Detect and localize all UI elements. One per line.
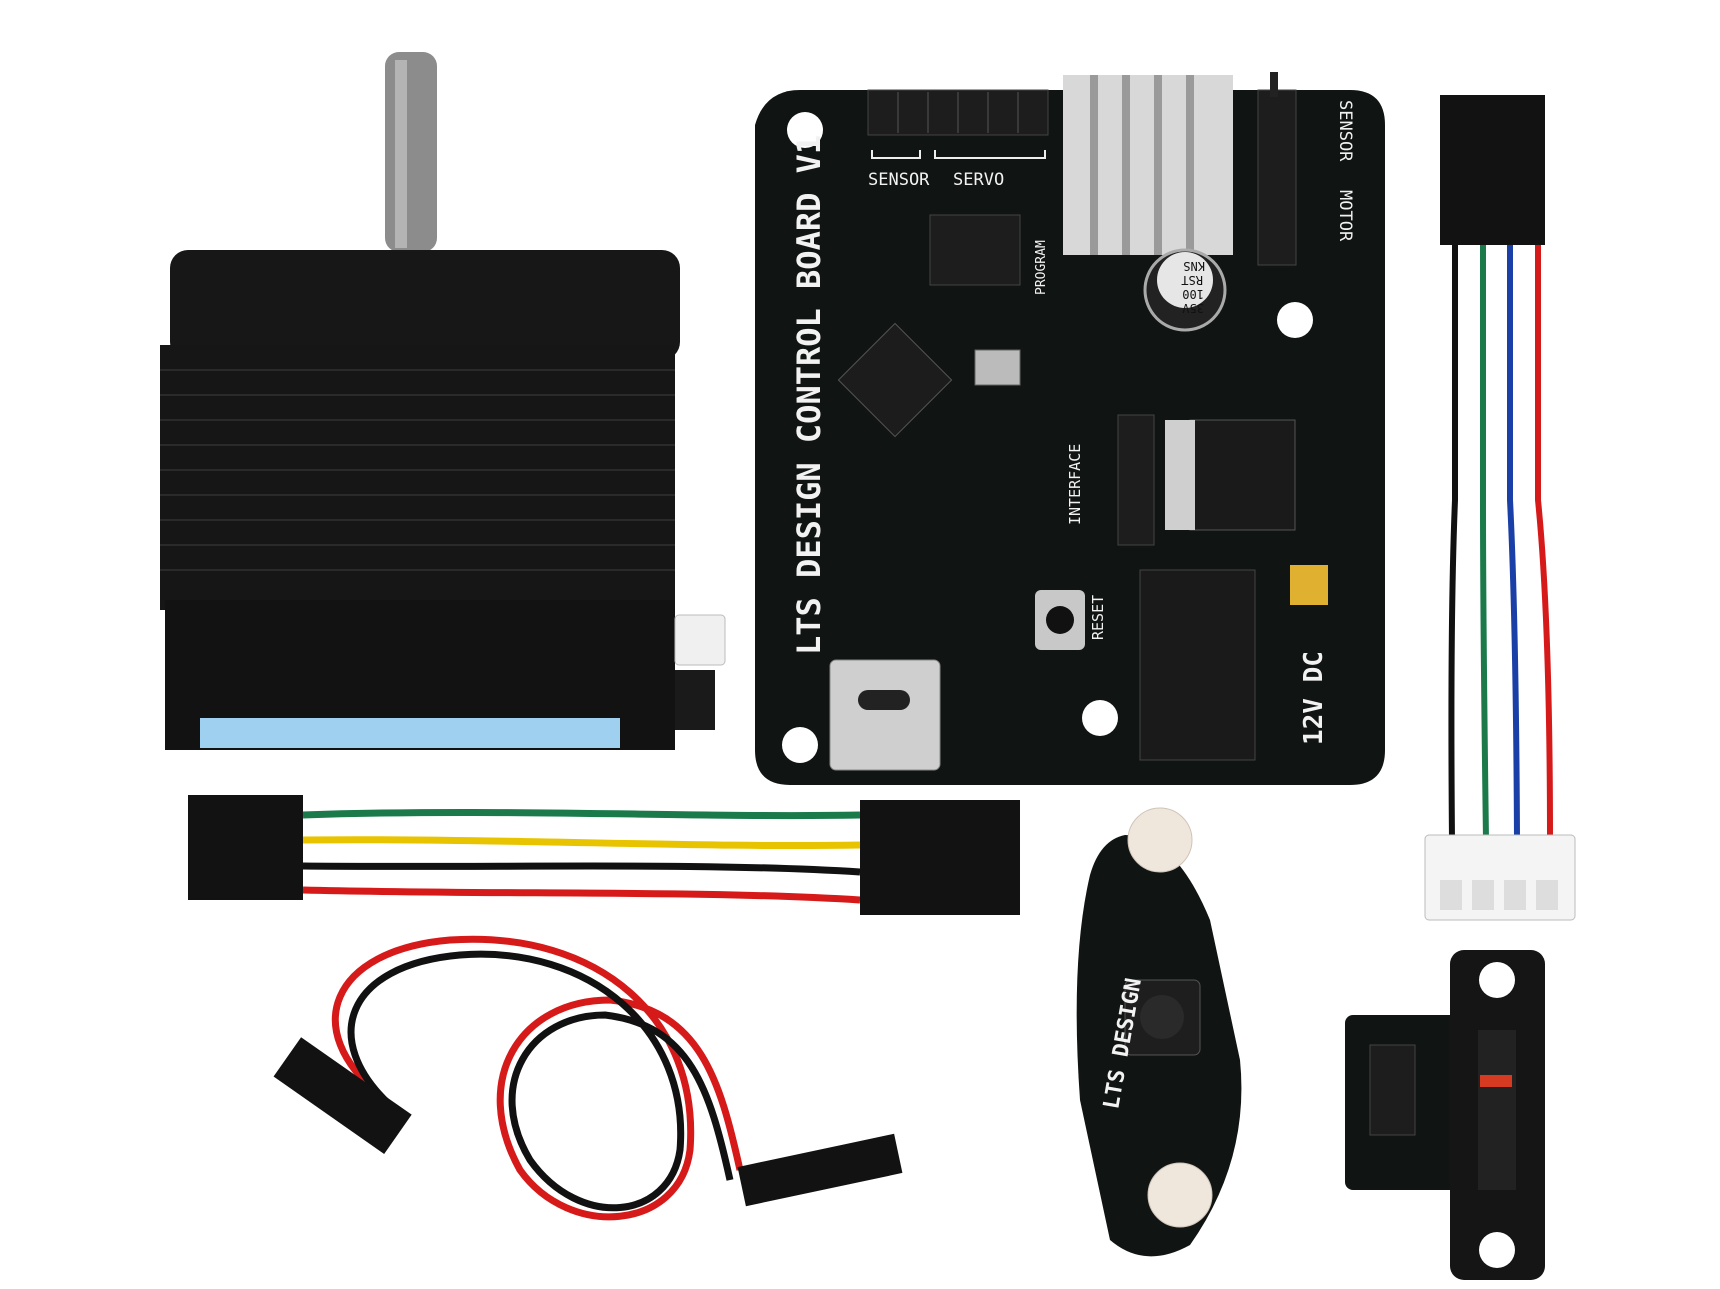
dupont-housing-left (188, 795, 303, 900)
four-wire-cable (1424, 95, 1576, 921)
led-top (1127, 807, 1193, 873)
dupont-housing (1440, 95, 1545, 245)
label-interface: INTERFACE (1066, 444, 1084, 525)
microcontroller-chip (837, 322, 953, 438)
heatsink (1063, 75, 1233, 255)
led-bottom (1147, 1162, 1213, 1228)
crystal (974, 349, 1021, 386)
mounting-hole (1277, 302, 1313, 338)
mounting-hole (1082, 700, 1118, 736)
dupont-cable (188, 795, 1020, 915)
motor-connector (674, 614, 726, 666)
endstop-header (1369, 1044, 1416, 1136)
capacitor-line-4: 35V (1182, 301, 1204, 315)
dupont-housing-right (860, 800, 1020, 915)
control-board: SENSOR SERVO SENSOR MOTOR PROGRAM KNS RS… (755, 72, 1385, 785)
program-header (929, 214, 1021, 286)
dupont-plug-right (737, 1133, 903, 1207)
label-12v-dc: 12V DC (1299, 651, 1329, 745)
mounting-hole (782, 727, 818, 763)
stepper-motor (160, 52, 726, 750)
mounting-hole (787, 112, 823, 148)
label-reset: RESET (1089, 595, 1107, 640)
label-motor: MOTOR (1335, 190, 1355, 242)
motor-label-sticker (200, 718, 620, 748)
capacitor-line-2: RST (1181, 273, 1203, 287)
label-servo: SERVO (953, 170, 1004, 190)
motor-top-cap (170, 250, 680, 360)
capacitor-line-3: 100 (1182, 287, 1204, 301)
optical-endstop (1345, 950, 1545, 1280)
endstop-sensor-slot (1478, 1030, 1516, 1190)
button-led-module: LTS DESIGN (1076, 807, 1242, 1257)
label-sensor-right: SENSOR (1335, 100, 1355, 162)
capacitor-line-1: KNS (1183, 259, 1205, 273)
label-sensor-top: SENSOR (868, 170, 930, 190)
interface-header (1117, 414, 1155, 546)
dc-jack-icon (1139, 569, 1256, 761)
board-title: LTS DESIGN CONTROL BOARD V1 (790, 135, 828, 655)
label-program: PROGRAM (1034, 240, 1049, 295)
dupont-plug-left (273, 1037, 412, 1154)
tantalum-capacitor (1290, 565, 1328, 605)
usb-c-port-icon (829, 659, 941, 771)
red-black-cable (273, 935, 903, 1221)
sensor-motor-header (1257, 89, 1297, 266)
voltage-regulator (1189, 419, 1296, 531)
motor-shaft (385, 52, 437, 252)
motor-laminations (160, 345, 675, 610)
